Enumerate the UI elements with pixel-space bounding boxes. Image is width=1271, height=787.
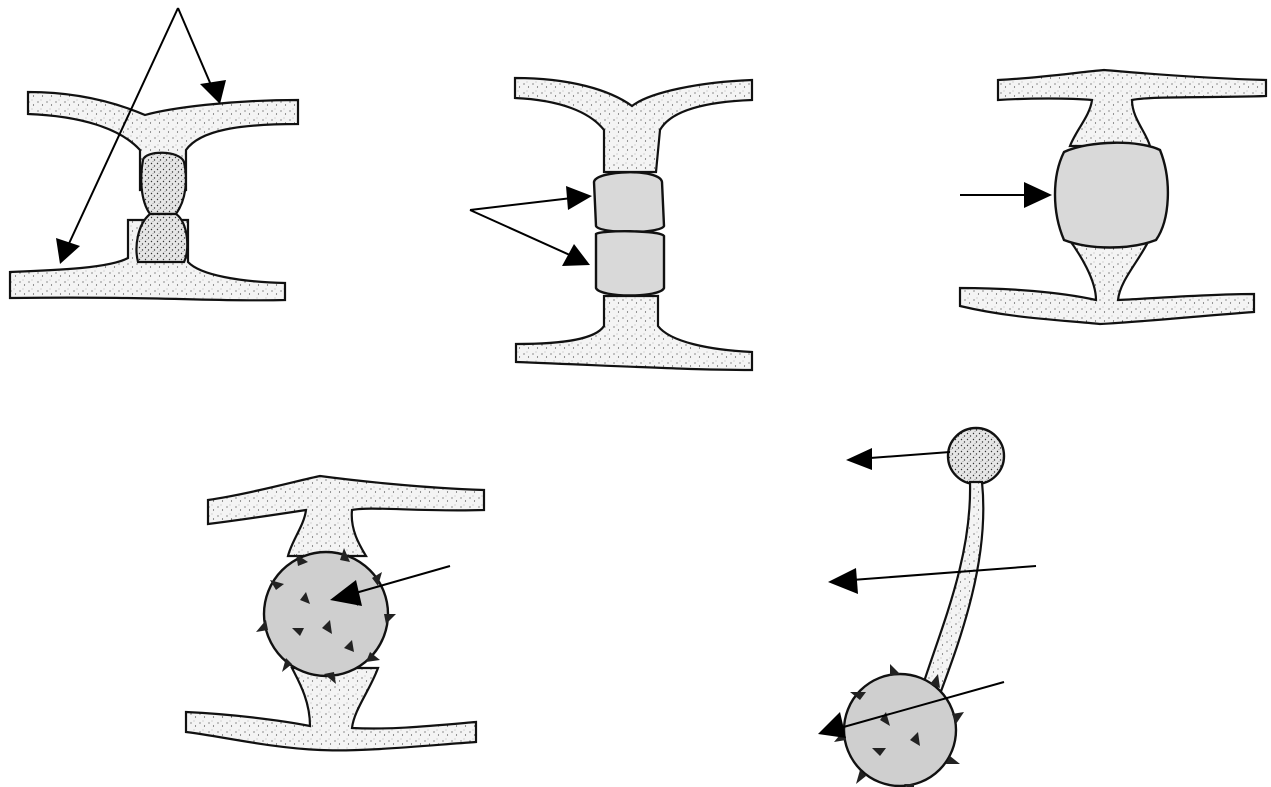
panel-zygospore [186, 476, 484, 750]
arrow-5a [870, 452, 950, 458]
upper-hypha [998, 70, 1266, 146]
lower-hypha [960, 238, 1254, 324]
upper-hypha [515, 78, 752, 172]
panel-germinating-zygospore [818, 428, 1036, 787]
lower-hypha [186, 668, 476, 750]
lower-hypha [516, 296, 752, 370]
arrow-1b [178, 8, 214, 92]
arrowhead-5b [828, 568, 858, 594]
arrowhead-5c [818, 712, 846, 738]
germinating-zygospore-body [844, 674, 956, 786]
arrowhead-5a [846, 448, 872, 470]
fused-gametangia [1055, 143, 1168, 248]
arrow-5b [852, 566, 1036, 580]
arrowhead-1b [200, 80, 226, 104]
arrow-2a [470, 198, 572, 210]
gametangium-upper [594, 172, 664, 232]
panel-gametangia [470, 78, 752, 370]
upper-hypha [208, 476, 484, 556]
arrow-2b [470, 210, 572, 256]
arrowhead-3 [1024, 182, 1052, 208]
panel-fusion [960, 70, 1266, 324]
arrowhead-2b [562, 244, 590, 266]
sporangium [948, 428, 1004, 484]
panel-progametangia [10, 8, 298, 300]
arrowhead-2a [566, 186, 592, 210]
sporangiophore [920, 482, 983, 694]
arrowhead-1a [56, 238, 80, 264]
progametangium-upper [141, 153, 186, 214]
progametangium-lower [137, 214, 188, 262]
gametangium-lower [596, 231, 664, 295]
